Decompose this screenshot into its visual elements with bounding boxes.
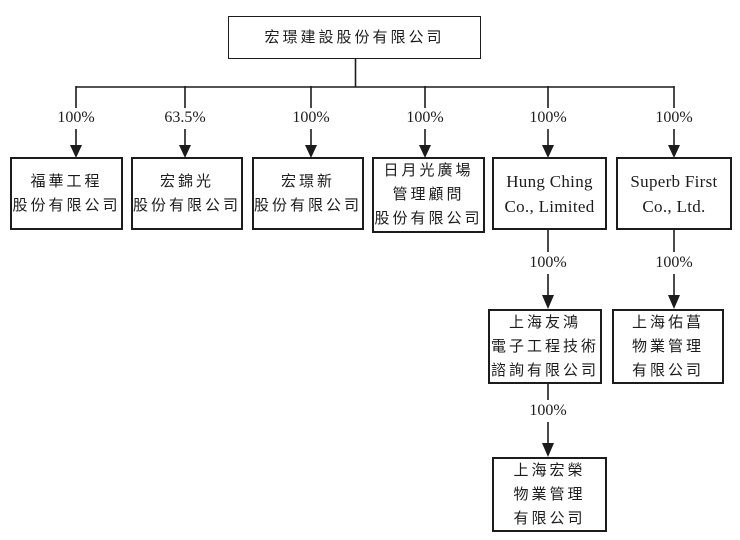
company-name-line: Co., Limited: [504, 196, 595, 216]
company-name-line: 上海友鴻: [508, 314, 581, 331]
company-box-fuhua-engineering: 福華工程 股份有限公司: [10, 157, 123, 230]
company-name-line: Hung Ching: [506, 171, 593, 191]
arrowhead-3: [305, 145, 317, 158]
company-name-line: 有限公司: [513, 510, 586, 527]
company-name: 宏璟建設股份有限公司: [264, 29, 445, 46]
arrowhead-2: [179, 145, 191, 158]
company-name-line: 股份有限公司: [254, 197, 363, 214]
company-name-line: 宏璟新: [280, 173, 335, 190]
ownership-label: 100%: [529, 402, 567, 419]
company-name-line: 上海佑菖: [631, 314, 704, 331]
company-box-superb-first: Superb First Co., Ltd.: [616, 157, 732, 230]
company-name-line: 日月光廣場: [383, 163, 474, 179]
arrowhead-4: [419, 145, 431, 158]
arrowhead-5: [542, 145, 554, 158]
company-box-shanghai-hongrong: 上海宏榮 物業管理 有限公司: [492, 457, 607, 532]
company-name-line: 物業管理: [513, 486, 586, 503]
arrowhead-6: [668, 145, 680, 158]
company-name-line: 上海宏榮: [513, 462, 586, 479]
ownership-label: 100%: [655, 109, 693, 126]
arrowhead-youchang: [668, 295, 680, 309]
company-name-line: 福華工程: [30, 173, 103, 190]
company-name-line: 管理顧問: [392, 187, 465, 203]
company-name-line: 物業管理: [631, 338, 704, 355]
company-name-line: 股份有限公司: [374, 211, 483, 227]
ownership-label: 100%: [292, 109, 330, 126]
company-box-hongjing-construction: 宏璟建設股份有限公司: [228, 16, 481, 59]
ownership-label: 100%: [655, 254, 693, 271]
company-box-hongjingxin: 宏璟新 股份有限公司: [252, 157, 364, 230]
company-name-line: 宏錦光: [159, 173, 214, 190]
ownership-label: 100%: [406, 109, 444, 126]
arrowhead-hongrong: [542, 443, 554, 457]
company-box-shanghai-youhong: 上海友鴻 電子工程技術 諮詢有限公司: [488, 309, 602, 384]
company-name-line: Co., Ltd.: [642, 196, 706, 216]
ownership-label: 63.5%: [164, 109, 206, 126]
ownership-label: 100%: [57, 109, 95, 126]
arrowhead-youhong: [542, 295, 554, 309]
arrowhead-1: [70, 145, 82, 158]
company-name-line: 股份有限公司: [12, 197, 121, 214]
ownership-label: 100%: [529, 109, 567, 126]
company-box-riyueguang-plaza-management: 日月光廣場 管理顧問 股份有限公司: [372, 157, 485, 233]
company-name-line: 諮詢有限公司: [490, 362, 599, 379]
company-name-line: 電子工程技術: [490, 338, 599, 355]
company-name-line: 股份有限公司: [133, 197, 242, 214]
ownership-label: 100%: [529, 254, 567, 271]
company-box-hongjinguang: 宏錦光 股份有限公司: [131, 157, 243, 230]
company-box-hung-ching: Hung Ching Co., Limited: [492, 157, 607, 230]
company-name-line: 有限公司: [631, 362, 704, 379]
company-name-line: Superb First: [630, 171, 718, 191]
company-box-shanghai-youchang: 上海佑菖 物業管理 有限公司: [612, 309, 724, 384]
